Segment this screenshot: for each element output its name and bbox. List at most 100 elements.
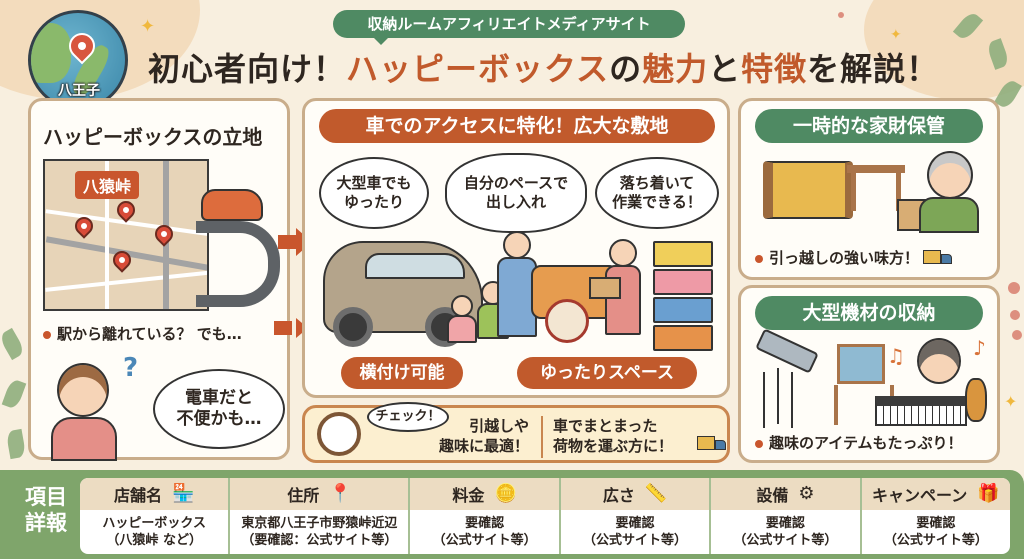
bullet-icon bbox=[43, 330, 51, 339]
thought-bubble-text: 電車だと 不便かも… bbox=[176, 387, 262, 429]
winding-road-icon bbox=[196, 221, 280, 307]
column-header-text: 料金 bbox=[452, 486, 485, 505]
woman-body bbox=[51, 417, 117, 461]
mother-illustration bbox=[609, 239, 637, 267]
sparkle-icon: ✦ bbox=[140, 16, 156, 37]
equipment-note: 趣味のアイテムもたっぷり！ bbox=[755, 432, 963, 453]
elderly-man-body bbox=[919, 197, 979, 233]
site-badge: 収納ルームアフィリエイトメディアサイト bbox=[333, 10, 685, 45]
gear-icon: ⚙ bbox=[798, 483, 815, 504]
truck-icon bbox=[923, 249, 953, 268]
speech-bubble-text: 大型車でも ゆったり bbox=[336, 174, 412, 211]
title-part-accent: 特徴 bbox=[741, 50, 808, 88]
title-part: を解説！ bbox=[807, 50, 940, 88]
confused-woman-illustration bbox=[47, 363, 123, 463]
check-panel: チェック！ 引越しや 趣味に最適！ 車でまとまった 荷物を運ぶ方に！ bbox=[302, 402, 730, 463]
speech-bubble: 自分のペースで 出し入れ bbox=[445, 153, 587, 233]
column-value: 要確認 （公式サイト等） bbox=[583, 516, 688, 548]
music-note-icon: ♪ bbox=[973, 336, 986, 360]
details-column-campaign: キャンペーン 🎁 要確認 （公式サイト等） bbox=[861, 478, 1010, 554]
drum-kit-illustration bbox=[545, 299, 589, 343]
location-heading: ハッピーボックスの立地 bbox=[43, 125, 263, 149]
location-note-text: 駅から離れている？ でも… bbox=[57, 325, 242, 343]
decor-dot bbox=[1012, 330, 1022, 340]
table-illustration bbox=[847, 165, 905, 211]
truck-icon bbox=[697, 436, 727, 454]
globe-land bbox=[31, 23, 71, 83]
equipment-note-text: 趣味のアイテムもたっぷり！ bbox=[769, 434, 963, 452]
column-header-text: キャンペーン bbox=[872, 486, 968, 505]
storage-note-text: 引っ越しの強い味方！ bbox=[769, 249, 920, 267]
keyboard-illustration bbox=[875, 396, 967, 426]
guitar-illustration bbox=[965, 378, 987, 422]
telescope-illustration bbox=[755, 328, 819, 374]
child-illustration bbox=[451, 295, 473, 317]
storage-heading: 一時的な家財保管 bbox=[755, 109, 983, 143]
decor-dot bbox=[1008, 282, 1020, 294]
music-note-icon: ♫ bbox=[887, 344, 905, 368]
father-illustration bbox=[503, 231, 531, 259]
coins-icon: 🪙 bbox=[494, 483, 517, 504]
speech-bubble-text: 自分のペースで 出し入れ bbox=[463, 174, 569, 211]
storage-box bbox=[653, 325, 713, 351]
child-body bbox=[447, 315, 477, 343]
storage-boxes-illustration bbox=[653, 241, 713, 353]
leaf-decor bbox=[0, 327, 26, 361]
cardboard-box bbox=[589, 277, 621, 299]
map-area-tag: 八猿峠 bbox=[75, 171, 140, 199]
decor-dot bbox=[1010, 310, 1020, 320]
divider bbox=[541, 416, 543, 458]
title-part: の bbox=[609, 50, 643, 88]
car-access-heading: 車でのアクセスに特化！広大な敷地 bbox=[319, 109, 715, 143]
storage-box bbox=[653, 297, 713, 323]
thought-bubble: 電車だと 不便かも… bbox=[153, 369, 285, 449]
title-part: 初心者向け！ bbox=[148, 50, 347, 88]
map-road bbox=[45, 270, 207, 292]
question-mark-icon: ? bbox=[123, 353, 139, 383]
location-note: 駅から離れている？ でも… bbox=[43, 323, 242, 344]
mother-body bbox=[605, 265, 641, 335]
bed-illustration bbox=[763, 161, 853, 219]
storage-box bbox=[653, 269, 713, 295]
tripod-illustration bbox=[777, 368, 779, 424]
speech-bubble: 大型車でも ゆったり bbox=[319, 157, 429, 229]
musician-illustration bbox=[917, 338, 961, 384]
woman-head bbox=[57, 363, 109, 417]
column-header: 料金 🪙 bbox=[410, 478, 559, 510]
suv-illustration bbox=[323, 241, 483, 347]
car-access-panel: 車でのアクセスに特化！広大な敷地 大型車でも ゆったり 自分のペースで 出し入れ… bbox=[302, 98, 730, 398]
map-pin-icon: 📍 bbox=[329, 483, 352, 504]
equipment-heading: 大型機材の収納 bbox=[755, 296, 983, 330]
check-text-right: 車でまとまった 荷物を運ぶ方に！ bbox=[553, 417, 674, 455]
details-column-price: 料金 🪙 要確認 （公式サイト等） bbox=[410, 478, 561, 554]
details-column-address: 住所📍 東京都八王子市野猿峠近辺 （要確認：公式サイト等） bbox=[230, 478, 411, 554]
leaf-decor bbox=[1, 378, 27, 410]
column-value: 要確認 （公式サイト等） bbox=[432, 516, 537, 548]
title-part-accent: 魅力 bbox=[642, 50, 709, 88]
details-column-size: 広さ📏 要確認 （公式サイト等） bbox=[560, 478, 712, 554]
column-header: 店舗名🏪 bbox=[80, 478, 229, 510]
details-table: 店舗名🏪 ハッピーボックス （八猿峠 など） 住所📍 東京都八王子市野猿峠近辺 … bbox=[80, 478, 1010, 554]
column-value: 要確認 （公式サイト等） bbox=[883, 516, 988, 548]
tape-measure-icon: 📏 bbox=[644, 483, 668, 504]
equipment-panel: 大型機材の収納 ♫ ♪ 趣味のアイテムもたっぷり！ bbox=[738, 285, 1000, 463]
gift-icon: 🎁 bbox=[977, 483, 1000, 504]
bullet-icon bbox=[755, 254, 763, 263]
title-part: と bbox=[708, 50, 742, 88]
speech-bubble-text: 落ち着いて 作業できる！ bbox=[612, 174, 702, 211]
details-column-facilities: 設備⚙ 要確認 （公式サイト等） bbox=[711, 478, 862, 554]
globe-label: 八王子 bbox=[58, 83, 100, 99]
bullet-icon bbox=[755, 439, 763, 448]
feature-tag: ゆったりスペース bbox=[517, 357, 697, 389]
column-header: 住所 📍 bbox=[230, 478, 409, 510]
storage-note: 引っ越しの強い味方！ bbox=[755, 247, 953, 268]
details-label: 項目 詳報 bbox=[25, 485, 67, 535]
check-text-left: 引越しや 趣味に最適！ bbox=[438, 417, 529, 455]
location-panel: ハッピーボックスの立地 八猿峠 駅から離れている？ でも… ? 電車だと 不便か… bbox=[28, 98, 290, 463]
leaf-decor bbox=[5, 428, 27, 460]
column-header-text: 店舗名 bbox=[113, 486, 162, 505]
decor-dot bbox=[838, 12, 844, 18]
column-header-text: 住所 bbox=[287, 486, 320, 505]
column-header-text: 設備 bbox=[756, 486, 789, 505]
column-header: キャンペーン 🎁 bbox=[861, 478, 1010, 510]
